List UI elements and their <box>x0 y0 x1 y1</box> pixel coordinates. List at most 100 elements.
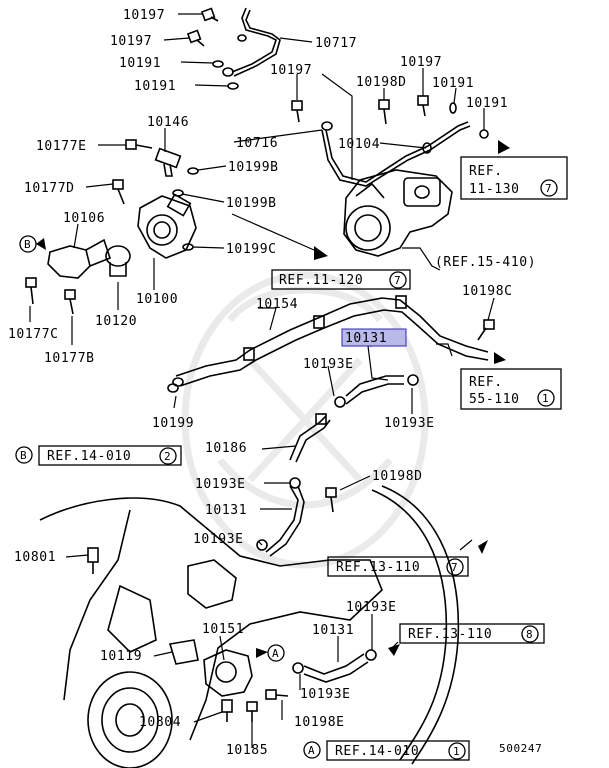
ref-11-120-circle <box>389 271 407 289</box>
label-10199b[interactable]: 10199B <box>228 160 279 175</box>
ref-box-11-130[interactable]: REF. 11-130 7 <box>460 156 568 200</box>
clamp-10193e-a <box>334 396 346 408</box>
pipe-10716-end <box>321 121 333 131</box>
ref-box-55-110[interactable]: REF. 55-110 1 <box>460 368 562 410</box>
ref-box-14-010-b[interactable]: B REF.14-010 2 <box>15 445 182 466</box>
marker-a[interactable]: A <box>267 644 285 662</box>
ref-box-11-120[interactable]: REF.11-120 7 <box>271 269 411 290</box>
hose-10131-mid <box>265 485 305 557</box>
label-10185[interactable]: 10185 <box>226 743 268 758</box>
inlet-fitting-10106 <box>47 238 111 279</box>
bolt-10198d-mid <box>325 487 337 513</box>
label-10197[interactable]: 10197 <box>270 63 312 78</box>
label-10804[interactable]: 10804 <box>139 715 181 730</box>
label-10198d[interactable]: 10198D <box>372 469 423 484</box>
washer-10191-b <box>227 82 239 90</box>
ref-55-110-line2: 55-110 <box>469 392 520 407</box>
label-10193e[interactable]: 10193E <box>193 532 244 547</box>
arrow-a-marker <box>256 648 268 658</box>
ref-14-010-b-text: REF.14-010 <box>47 449 131 464</box>
ref-55-110-num: 1 <box>542 392 549 405</box>
label-10104[interactable]: 10104 <box>338 137 380 152</box>
label-10193e[interactable]: 10193E <box>303 357 354 372</box>
ref-11-130-circle <box>540 179 558 197</box>
washer-10191-c <box>449 102 457 114</box>
label-10801[interactable]: 10801 <box>14 550 56 565</box>
label-10197[interactable]: 10197 <box>110 34 152 49</box>
label-10177e[interactable]: 10177E <box>36 139 87 154</box>
ref-13-110-8-circle <box>521 625 539 643</box>
ref-box-13-110-8[interactable]: REF.13-110 8 <box>399 623 545 644</box>
oring-10199 <box>167 383 179 393</box>
label-10199c[interactable]: 10199C <box>226 242 277 257</box>
ref-11-120-text: REF.11-120 <box>279 273 363 288</box>
oring-10199b-a <box>187 167 199 175</box>
label-10177c[interactable]: 10177C <box>8 327 59 342</box>
ref-box-14-010-a[interactable]: A REF.14-010 1 <box>303 740 470 761</box>
marker-a-letter: A <box>272 647 279 660</box>
bolt-10177d <box>112 179 125 205</box>
label-10191[interactable]: 10191 <box>119 56 161 71</box>
label-10191[interactable]: 10191 <box>466 96 508 111</box>
label-10717[interactable]: 10717 <box>315 36 357 51</box>
sensor-10801 <box>87 547 99 574</box>
oring-10199b-b <box>172 189 184 197</box>
hose-10131-upper <box>345 375 404 405</box>
bolt-10177b <box>64 289 76 315</box>
label-10193e[interactable]: 10193E <box>384 416 435 431</box>
ref-14-010-b-marker-circle <box>15 446 33 464</box>
label-10716[interactable]: 10716 <box>236 136 278 151</box>
label-10199[interactable]: 10199 <box>152 416 194 431</box>
label-10197[interactable]: 10197 <box>400 55 442 70</box>
housing-thermostat <box>137 193 197 259</box>
ref-14-010-b-num: 2 <box>164 450 171 463</box>
label-10197[interactable]: 10197 <box>123 8 165 23</box>
label-10193e[interactable]: 10193E <box>300 687 351 702</box>
arrow-to-ref-13-110-8 <box>388 644 400 656</box>
bolt-10177e <box>125 139 153 150</box>
ref-15-410[interactable]: (REF.15-410) <box>435 255 536 270</box>
engine-block-detail <box>107 559 237 653</box>
engine-block <box>39 497 383 741</box>
marker-b[interactable]: B <box>19 235 37 253</box>
ref-box-13-110-7[interactable]: REF.13-110 7 <box>327 556 469 577</box>
timing-belt <box>371 485 460 765</box>
part-labels: 10197 10197 10191 10191 10717 10197 1019… <box>8 8 542 758</box>
label-10131-highlighted[interactable]: 10131 <box>345 331 387 346</box>
label-10131[interactable]: 10131 <box>205 503 247 518</box>
watermark-crest <box>181 271 429 569</box>
label-10198e[interactable]: 10198E <box>294 715 345 730</box>
label-10193e[interactable]: 10193E <box>195 477 246 492</box>
label-10131[interactable]: 10131 <box>312 623 354 638</box>
crank-pulley <box>87 671 173 768</box>
label-10154[interactable]: 10154 <box>256 297 298 312</box>
label-10193e[interactable]: 10193E <box>346 600 397 615</box>
label-10146[interactable]: 10146 <box>147 115 189 130</box>
bolt-10177c <box>25 277 37 305</box>
label-10191[interactable]: 10191 <box>432 76 474 91</box>
label-10198d[interactable]: 10198D <box>356 75 407 90</box>
label-10120[interactable]: 10120 <box>95 314 137 329</box>
arrow-to-ref-11-130 <box>498 140 510 154</box>
label-10100[interactable]: 10100 <box>136 292 178 307</box>
label-10186[interactable]: 10186 <box>205 441 247 456</box>
label-10191[interactable]: 10191 <box>134 79 176 94</box>
arrow-to-ref-13-110-7 <box>478 540 488 554</box>
label-10198c[interactable]: 10198C <box>462 284 513 299</box>
pipe-10154-bracket-c <box>395 295 407 309</box>
label-10106[interactable]: 10106 <box>63 211 105 226</box>
ref-13-110-7-text: REF.13-110 <box>336 560 420 575</box>
arrow-to-ref-55-110 <box>494 352 506 364</box>
clamp-10193e-b <box>407 374 419 386</box>
ref-14-010-a-marker: A <box>308 744 315 757</box>
label-10177b[interactable]: 10177B <box>44 351 95 366</box>
bolt-10197-top <box>200 7 219 22</box>
label-10177d[interactable]: 10177D <box>24 181 75 196</box>
label-10199b[interactable]: 10199B <box>226 196 277 211</box>
arrows <box>36 140 510 658</box>
bolt-10197-second <box>186 29 205 47</box>
label-10119[interactable]: 10119 <box>100 649 142 664</box>
ref-14-010-b-circle <box>159 447 177 465</box>
label-10151[interactable]: 10151 <box>202 622 244 637</box>
